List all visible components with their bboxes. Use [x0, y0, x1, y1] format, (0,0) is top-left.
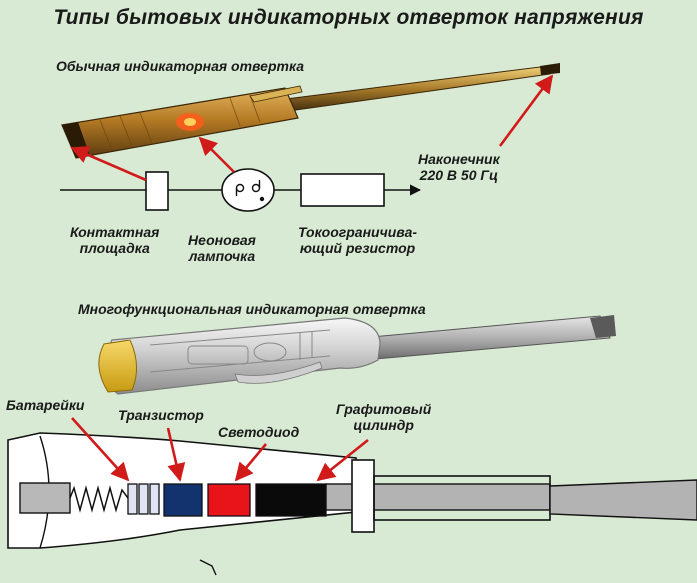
led-arrow	[234, 443, 267, 482]
tip-arrow	[498, 74, 554, 147]
battery-cell	[138, 483, 149, 515]
neon-arrow	[198, 136, 235, 173]
battery-arrow	[71, 417, 130, 482]
section2-heading: Многофункциональная индикаторная отвертк…	[78, 301, 426, 317]
section1-heading: Обычная индикаторная отвертка	[56, 58, 305, 74]
spring	[69, 485, 129, 513]
contact-pad-label: Контактная площадка	[70, 224, 159, 256]
shaft-collar	[351, 459, 375, 533]
standard-screwdriver-illustration	[61, 63, 560, 159]
transistor-block	[163, 483, 203, 517]
resistor-label-line1: Токоограничива-	[298, 224, 418, 240]
neon-label-line2: лампочка	[188, 248, 256, 264]
battery-cell	[127, 483, 138, 515]
resistor-symbol	[300, 173, 385, 207]
battery-cell	[149, 483, 160, 515]
tip-label-line2: 220 В 50 Гц	[419, 167, 499, 183]
graphite-cylinder-block	[255, 483, 327, 517]
end-cap-contact	[19, 482, 71, 514]
neon-circuit-schematic	[60, 168, 422, 212]
contact-label-line1: Контактная	[70, 224, 160, 240]
multifunction-screwdriver-illustration	[98, 315, 616, 395]
tip-label: Наконечник 220 В 50 Гц	[418, 151, 500, 183]
contact-arrow	[70, 146, 147, 182]
resistor-label: Токоограничива- ющий резистор	[298, 224, 417, 256]
page-title: Типы бытовых индикаторных отверток напря…	[53, 6, 644, 29]
transistor-arrow	[166, 427, 186, 482]
neon-lamp-label: Неоновая лампочка	[188, 232, 256, 264]
graphite-label-line1: Графитовый	[336, 401, 432, 417]
contact-label-line2: площадка	[79, 240, 150, 256]
transistor-label: Транзистор	[118, 407, 204, 423]
flat-tip	[549, 479, 697, 521]
neon-label-line1: Неоновая	[188, 232, 256, 248]
section2-arrows	[71, 417, 369, 482]
tip-label-line1: Наконечник	[418, 151, 500, 167]
battery-label: Батарейки	[6, 397, 85, 413]
multifunction-cross-section	[7, 432, 697, 576]
graphite-label-line2: цилиндр	[353, 417, 414, 433]
neon-lamp-symbol	[221, 168, 275, 212]
graphite-cylinder-label: Графитовый цилиндр	[336, 401, 431, 433]
contact-pad-symbol	[145, 171, 169, 211]
graphite-arrow	[316, 438, 369, 482]
resistor-label-line2: ющий резистор	[299, 240, 416, 256]
neon-lamp-electrodes	[235, 180, 265, 202]
section1-arrows	[70, 74, 554, 182]
led-label: Светодиод	[218, 424, 300, 440]
led-block	[207, 483, 251, 517]
